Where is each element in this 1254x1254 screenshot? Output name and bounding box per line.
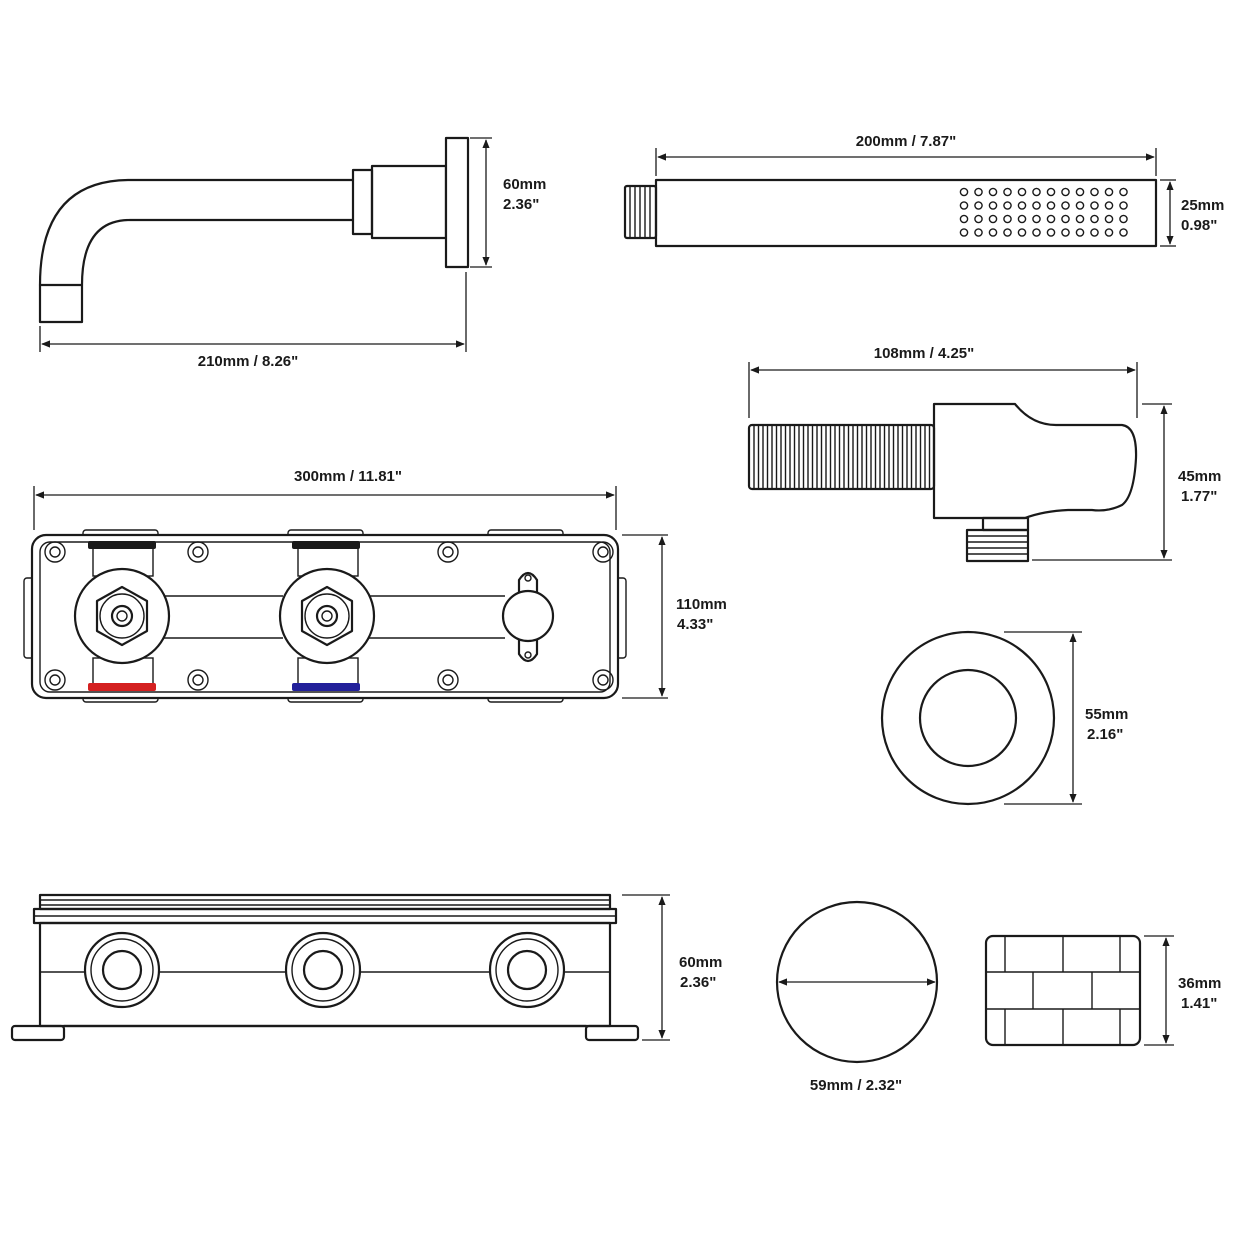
- spray-nozzle: [1104, 201, 1114, 210]
- escutcheon-drawing: [880, 630, 1082, 806]
- spray-nozzle: [959, 228, 969, 237]
- spray-nozzle: [1104, 228, 1114, 237]
- spray-nozzle: [1003, 201, 1012, 210]
- cold-inlet-marker: [292, 683, 360, 691]
- valve-length-label: 300mm / 11.81": [294, 468, 402, 485]
- spray-nozzle: [1090, 201, 1099, 210]
- spray-nozzle: [1046, 214, 1056, 224]
- left-cartridge: [73, 567, 171, 665]
- spray-nozzle: [988, 187, 998, 197]
- handshower-length-label: 200mm / 7.87": [856, 133, 957, 150]
- spray-nozzle: [1119, 214, 1128, 224]
- screw-hole: [187, 541, 209, 563]
- spout-length-label: 210mm / 8.26": [198, 353, 299, 370]
- spray-nozzle: [1046, 201, 1056, 210]
- spray-nozzle: [1046, 228, 1056, 237]
- spray-nozzle: [1075, 201, 1085, 210]
- round-plate-drawing: [775, 900, 939, 1064]
- elbow-length-label: 108mm / 4.25": [874, 345, 975, 362]
- spray-nozzle: [1003, 187, 1012, 197]
- screw-hole: [437, 541, 459, 563]
- spray-nozzle: [1017, 228, 1027, 237]
- screw-hole: [187, 669, 209, 691]
- spray-nozzle: [1061, 187, 1070, 197]
- spray-nozzle: [988, 214, 998, 224]
- valve-box-side-drawing: [10, 893, 670, 1042]
- spray-nozzle: [988, 228, 998, 237]
- escutcheon-dia-in-label: 2.16": [1087, 726, 1123, 743]
- spray-nozzle: [1032, 228, 1041, 237]
- valve-height-mm-label: 110mm: [676, 596, 727, 613]
- spray-nozzle: [1061, 228, 1070, 237]
- spray-nozzle: [1003, 214, 1012, 224]
- port-left: [83, 931, 161, 1009]
- spray-nozzle: [959, 201, 969, 210]
- screw-hole: [592, 541, 614, 563]
- valve-front-drawing: [23, 486, 668, 703]
- spray-nozzle: [1061, 214, 1070, 224]
- handshower-width-mm-label: 25mm: [1181, 197, 1224, 214]
- mounting-screws: [44, 541, 614, 691]
- hot-inlet-marker: [88, 683, 156, 691]
- spray-nozzle: [1075, 187, 1085, 197]
- spray-nozzle: [1032, 187, 1041, 197]
- port-right: [488, 931, 566, 1009]
- screw-hole: [44, 541, 66, 563]
- elbow-height-in-label: 1.77": [1181, 488, 1217, 505]
- screw-hole: [44, 669, 66, 691]
- handle-drawing: [984, 934, 1174, 1047]
- outlet-marker: [292, 541, 360, 549]
- spray-nozzle: [1104, 214, 1114, 224]
- spray-nozzle: [974, 228, 983, 237]
- spray-nozzle: [974, 201, 983, 210]
- handle-height-in-label: 1.41": [1181, 995, 1217, 1012]
- spray-nozzle: [1003, 228, 1012, 237]
- box-depth-in-label: 2.36": [680, 974, 716, 991]
- spray-nozzle: [1017, 201, 1027, 210]
- spray-nozzle: [1119, 187, 1128, 197]
- spray-nozzle: [959, 214, 969, 224]
- spray-nozzle: [1017, 187, 1027, 197]
- spray-nozzle: [1032, 201, 1041, 210]
- handle-height-mm-label: 36mm: [1178, 975, 1221, 992]
- port-middle: [284, 931, 362, 1009]
- nozzle-grid: [959, 187, 1128, 237]
- box-depth-mm-label: 60mm: [679, 954, 722, 971]
- spray-nozzle: [1119, 228, 1128, 237]
- spray-nozzle: [959, 187, 969, 197]
- wall-elbow-drawing: [747, 362, 1172, 563]
- handshower-drawing: [623, 148, 1176, 248]
- spout-height-in-label: 2.36": [503, 196, 539, 213]
- escutcheon-dia-mm-label: 55mm: [1085, 706, 1128, 723]
- spray-nozzle: [1090, 187, 1099, 197]
- outlet-marker: [88, 541, 156, 549]
- screw-hole: [437, 669, 459, 691]
- spray-nozzle: [1075, 228, 1085, 237]
- spray-nozzle: [1061, 201, 1070, 210]
- spray-nozzle: [988, 201, 998, 210]
- spray-nozzle: [1090, 228, 1099, 237]
- plate-dia-label: 59mm / 2.32": [810, 1077, 902, 1094]
- spray-nozzle: [1090, 214, 1099, 224]
- spray-nozzle: [1075, 214, 1085, 224]
- spray-nozzle: [1104, 187, 1114, 197]
- handshower-width-in-label: 0.98": [1181, 217, 1217, 234]
- right-cartridge: [278, 567, 376, 665]
- spout-drawing: [38, 136, 492, 352]
- valve-height-in-label: 4.33": [677, 616, 713, 633]
- spray-nozzle: [1032, 214, 1041, 224]
- elbow-height-mm-label: 45mm: [1178, 468, 1221, 485]
- screw-hole: [592, 669, 614, 691]
- spray-nozzle: [974, 187, 983, 197]
- spout-height-mm-label: 60mm: [503, 176, 546, 193]
- spray-nozzle: [1017, 214, 1027, 224]
- spray-nozzle: [974, 214, 983, 224]
- spray-nozzle: [1046, 187, 1056, 197]
- spray-nozzle: [1119, 201, 1128, 210]
